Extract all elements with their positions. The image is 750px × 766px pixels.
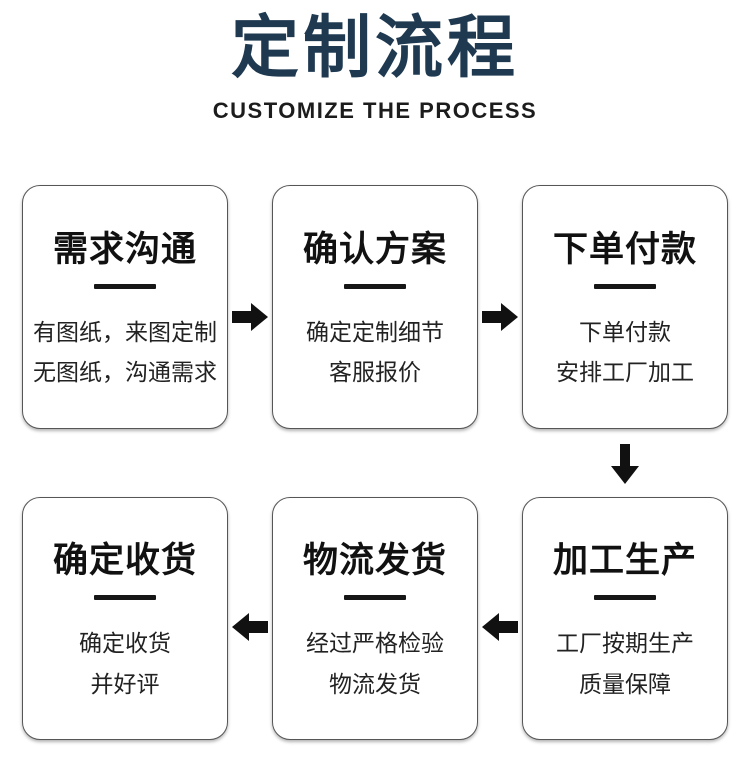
step-box-processing-production: 加工生产 工厂按期生产 质量保障 — [522, 497, 728, 740]
arrow-right-icon — [232, 303, 268, 331]
step-box-confirm-receipt: 确定收货 确定收货 并好评 — [22, 497, 228, 740]
step-detail-line: 下单付款 — [579, 318, 671, 345]
step-detail-line: 质量保障 — [579, 670, 671, 697]
step-box-confirm-plan: 确认方案 确定定制细节 客服报价 — [272, 185, 478, 429]
divider — [594, 595, 656, 601]
arrow-down-icon — [611, 444, 639, 484]
step-title: 加工生产 — [552, 541, 697, 581]
step-box-logistics-shipping: 物流发货 经过严格检验 物流发货 — [272, 497, 478, 740]
step-detail-line: 工厂按期生产 — [556, 630, 694, 657]
divider — [344, 595, 406, 601]
step-detail-line: 无图纸，沟通需求 — [33, 359, 217, 385]
step-detail-line: 安排工厂加工 — [556, 359, 694, 385]
page-title: 定制流程 — [230, 10, 519, 86]
step-title: 确认方案 — [302, 229, 447, 269]
step-detail-line: 确定收货 — [79, 630, 171, 657]
step-title: 下单付款 — [552, 229, 697, 269]
divider — [94, 595, 156, 601]
step-title: 需求沟通 — [52, 229, 197, 269]
step-title: 确定收货 — [52, 541, 197, 581]
step-box-requirement-communication: 需求沟通 有图纸，来图定制 无图纸，沟通需求 — [22, 185, 228, 429]
arrow-left-icon — [232, 613, 268, 641]
divider — [344, 283, 406, 289]
step-box-order-payment: 下单付款 下单付款 安排工厂加工 — [522, 185, 728, 429]
step-detail-line: 确定定制细节 — [306, 318, 444, 345]
step-detail-line: 并好评 — [90, 670, 160, 697]
step-detail-line: 经过严格检验 — [306, 630, 444, 657]
step-title: 物流发货 — [302, 541, 447, 581]
arrow-left-icon — [482, 613, 518, 641]
page-subtitle: CUSTOMIZE THE PROCESS — [212, 98, 538, 123]
divider — [94, 283, 156, 289]
step-detail-line: 物流发货 — [329, 670, 421, 697]
step-detail-line: 客服报价 — [329, 359, 421, 385]
divider — [594, 283, 656, 289]
step-detail-line: 有图纸，来图定制 — [33, 318, 217, 345]
arrow-right-icon — [482, 303, 518, 331]
